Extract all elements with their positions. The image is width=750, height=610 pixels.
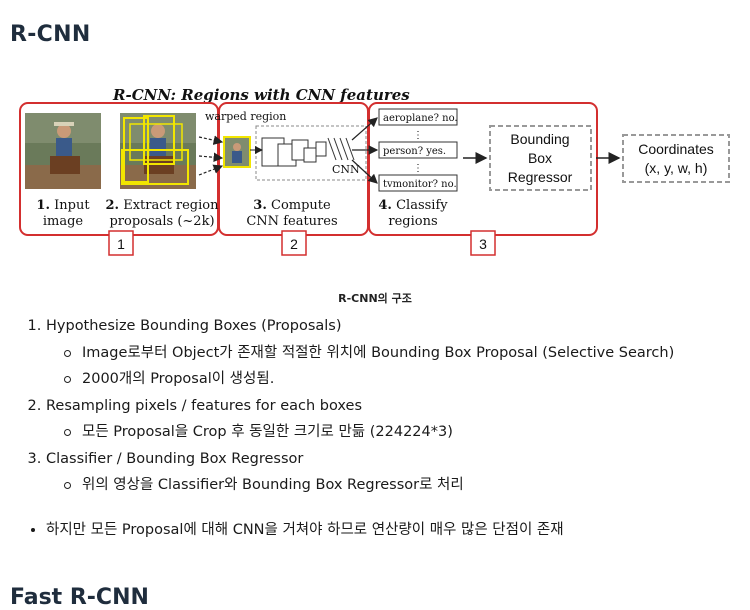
warped-label: warped region — [205, 110, 286, 123]
note-item: 하지만 모든 Proposal에 대해 CNN을 거쳐야 하므로 연산량이 매우… — [46, 517, 564, 543]
step-3-label: Classifier / Bounding Box Regressor — [46, 450, 304, 467]
svg-text:3. Compute: 3. Compute — [253, 198, 331, 213]
class-box-person — [378, 141, 458, 159]
step-1-label: Hypothesize Bounding Boxes (Proposals) — [46, 318, 342, 334]
svg-text:⋮: ⋮ — [413, 130, 423, 141]
badge-3 — [470, 230, 496, 256]
rcnn-diagram: R-CNN: Regions with CNN features warped … — [19, 86, 730, 256]
cnn-layers — [261, 137, 355, 167]
step3-text2: CNN features — [246, 214, 337, 229]
class-box-aeroplane — [378, 108, 458, 126]
step-1-sub-2: 2000개의 Proposal이 생성됨. — [63, 366, 674, 393]
step1-text2: image — [43, 214, 84, 229]
next-section-title: Fast R-CNN — [10, 585, 149, 610]
step1-text: Input — [54, 198, 90, 213]
bbox-line3: Regressor — [508, 169, 573, 185]
step-item-2: Resampling pixels / features for each bo… — [46, 393, 674, 446]
coord-line1: Coordinates — [638, 141, 714, 157]
warped-region-image — [223, 136, 251, 168]
step-2-label: Resampling pixels / features for each bo… — [46, 397, 363, 414]
class-box-tvmonitor — [378, 174, 458, 192]
badge-3-label: 3 — [479, 236, 487, 252]
step1-num: 1. — [36, 198, 50, 213]
step-2-sub-1: 모든 Proposal을 Crop 후 동일한 크기로 만듦 (224224*3… — [63, 419, 674, 446]
step-item-1: Hypothesize Bounding Boxes (Proposals) I… — [46, 313, 674, 393]
step2-text: Extract region — [123, 198, 219, 213]
steps-list: Hypothesize Bounding Boxes (Proposals) I… — [28, 313, 674, 499]
badge-1-label: 1 — [117, 236, 125, 252]
bbox-line1: Bounding — [510, 131, 569, 147]
badge-2-label: 2 — [290, 236, 298, 252]
class-person: person? yes. — [383, 146, 446, 157]
cnn-label: CNN — [332, 163, 360, 176]
coord-line2: (x, y, w, h) — [645, 160, 708, 176]
page-title: R-CNN — [10, 22, 91, 47]
svg-text:1. Input: 1. Input — [36, 198, 90, 213]
step4-text2: regions — [388, 214, 437, 229]
svg-text:2. Extract region: 2. Extract region — [106, 198, 220, 213]
step3-text: Compute — [271, 198, 331, 213]
badge-2 — [281, 230, 307, 256]
badge-1 — [108, 230, 134, 256]
step2-num: 2. — [106, 198, 120, 213]
coordinates-box — [622, 134, 730, 183]
svg-text:⋮: ⋮ — [413, 163, 423, 174]
step-item-3: Classifier / Bounding Box Regressor 위의 영… — [46, 446, 674, 499]
class-aeroplane: aeroplane? no. — [383, 113, 458, 124]
step4-text: Classify — [396, 198, 448, 213]
input-image — [25, 113, 101, 189]
figure-title: R-CNN: Regions with CNN features — [112, 86, 410, 104]
bbox-line2: Box — [528, 150, 552, 166]
step3-num: 3. — [253, 198, 267, 213]
figure-caption: R-CNN의 구조 — [338, 292, 412, 305]
proposals-image — [120, 113, 196, 189]
svg-text:4. Classify: 4. Classify — [378, 198, 448, 213]
step2-text2: proposals (~2k) — [109, 214, 214, 229]
note-list: 하지만 모든 Proposal에 대해 CNN을 거쳐야 하므로 연산량이 매우… — [28, 517, 564, 543]
bbox-regressor-box — [489, 125, 592, 191]
class-tvmonitor: tvmonitor? no. — [383, 179, 457, 190]
step-1-sub-1: Image로부터 Object가 존재할 적절한 위치에 Bounding Bo… — [63, 340, 674, 367]
step4-num: 4. — [378, 198, 392, 213]
step-3-sub-1: 위의 영상을 Classifier와 Bounding Box Regresso… — [63, 472, 674, 499]
